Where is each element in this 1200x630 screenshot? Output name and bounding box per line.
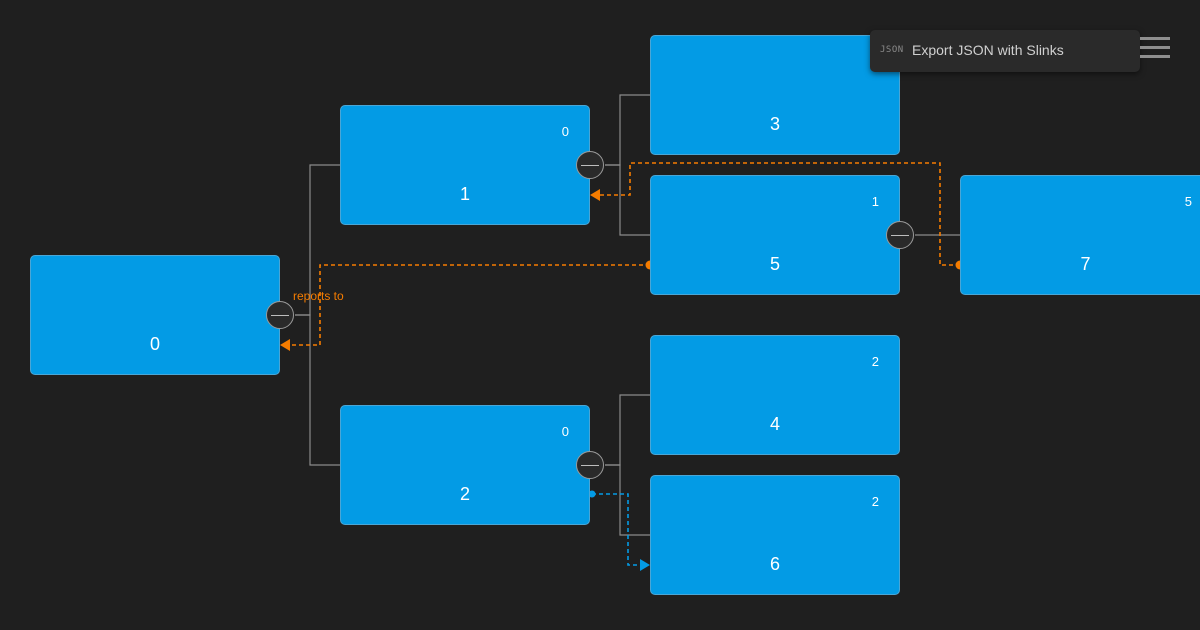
export-json-label: Export JSON with Slinks [912, 42, 1064, 58]
node-2-name: 2 [459, 484, 470, 504]
node-2[interactable]: 0 2 [340, 405, 590, 525]
slink-2-to-6-arrow [640, 559, 650, 571]
node-6-name: 6 [769, 554, 780, 574]
node-1-name: 1 [459, 184, 470, 204]
node-1[interactable]: 0 1 [340, 105, 590, 225]
node-2-count: 0 [561, 424, 569, 439]
node-5-count: 1 [871, 194, 879, 209]
node-3-name: 3 [769, 114, 780, 134]
collapse-button-node-5[interactable] [886, 221, 914, 249]
node-7[interactable]: 5 7 [960, 175, 1200, 295]
json-icon: JSON [880, 45, 904, 55]
link-1-3 [605, 94, 650, 166]
node-1-count: 0 [561, 124, 569, 139]
node-0[interactable]: 0 [30, 255, 280, 375]
link-0-2 [295, 314, 340, 466]
node-6[interactable]: 2 6 [650, 475, 900, 595]
slink-7-to-1 [598, 162, 960, 266]
slink-2-to-6 [592, 493, 642, 566]
hamburger-menu-icon[interactable] [1140, 37, 1170, 59]
slink-5-to-0-arrow [280, 339, 290, 351]
link-1-5 [605, 164, 650, 236]
node-7-count: 5 [1184, 194, 1192, 209]
link-2-6 [605, 464, 650, 536]
node-7-name: 7 [1080, 254, 1091, 274]
slink-2-to-6-start [588, 490, 596, 498]
export-json-menu-item[interactable]: JSON Export JSON with Slinks [870, 30, 1140, 72]
node-0-name: 0 [149, 334, 160, 354]
node-4-name: 4 [769, 414, 780, 434]
node-5[interactable]: 1 5 [650, 175, 900, 295]
slink-7-to-1-arrow [590, 189, 600, 201]
collapse-button-node-1[interactable] [576, 151, 604, 179]
link-2-4 [605, 394, 650, 466]
collapse-button-node-2[interactable] [576, 451, 604, 479]
collapse-button-node-0[interactable] [266, 301, 294, 329]
node-4[interactable]: 2 4 [650, 335, 900, 455]
node-5-name: 5 [769, 254, 780, 274]
slink-label-reports-to: reports to [293, 289, 344, 303]
node-3[interactable]: 3 [650, 35, 900, 155]
node-6-count: 2 [871, 494, 879, 509]
node-4-count: 2 [871, 354, 879, 369]
slink-5-to-0 [288, 264, 650, 346]
